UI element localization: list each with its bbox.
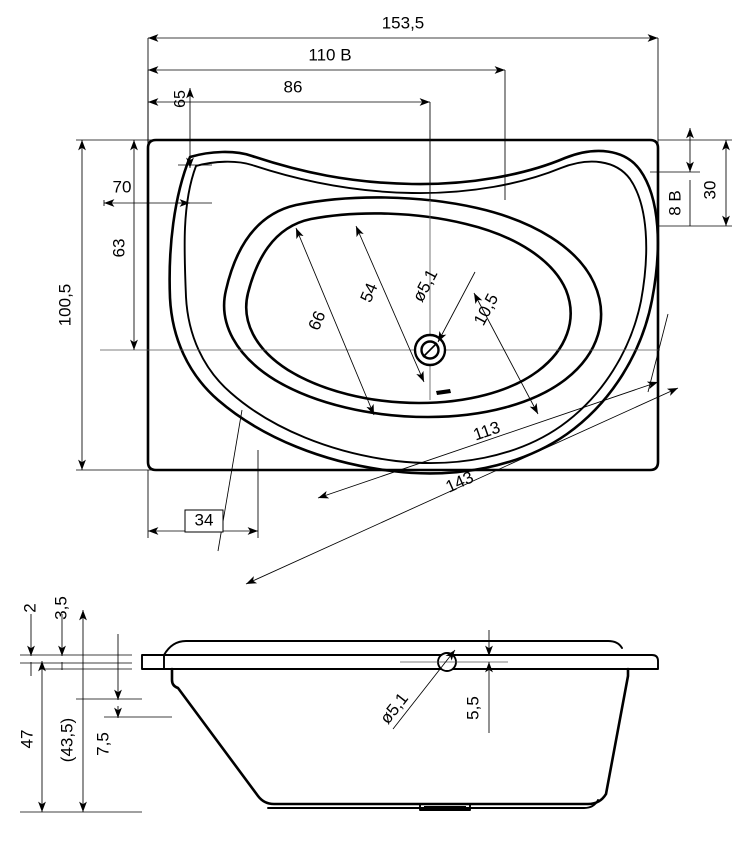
- drain-outlet-icon: [413, 333, 447, 367]
- section-rim-plate: [141, 654, 659, 670]
- dim-label-3-5: 3,5: [51, 596, 70, 620]
- dim-offset-70: 70: [103, 177, 212, 207]
- dim-right-8b: 8 B: [650, 127, 700, 226]
- dim-label-65: 65: [172, 90, 189, 108]
- dim-diag-143: 143: [245, 387, 679, 585]
- dim-label-5-5: 5,5: [463, 696, 482, 720]
- dim-length-110b: 110 B: [147, 45, 506, 200]
- tub-basin-inner-step: [245, 212, 572, 405]
- dim-height-47: 47: [17, 660, 142, 813]
- dim-length-86: 86: [147, 77, 431, 200]
- dim-height-63: 63: [109, 139, 138, 351]
- section-bottom-recess-mark: [419, 803, 471, 811]
- dim-label-34: 34: [195, 510, 214, 529]
- section-rim-chamfer: [163, 640, 623, 656]
- dim-label-86: 86: [284, 77, 303, 96]
- dim-label-153-5: 153,5: [382, 13, 425, 32]
- dim-foot-34: 34: [147, 450, 259, 538]
- dim-overall-width-100-5: 100,5: [55, 139, 152, 471]
- dim-rim-2: 2: [20, 603, 132, 676]
- dim-label-10-5: 10,5: [470, 290, 502, 328]
- dim-label-113: 113: [471, 418, 503, 445]
- dim-offset-65: 65: [172, 87, 212, 169]
- dim-label-110b: 110 B: [308, 45, 351, 64]
- dim-overflow-5-5: 5,5: [463, 630, 493, 733]
- dim-overall-length-153-5: 153,5: [147, 13, 659, 145]
- dim-label-43-5: (43,5): [57, 718, 76, 762]
- dim-rim-3-5: 3,5: [40, 596, 132, 670]
- dim-label-7-5: 7,5: [93, 732, 112, 756]
- section-view: 2 3,5 7,5 47: [17, 596, 659, 813]
- dim-label-54: 54: [357, 280, 382, 305]
- tub-rim-outer-curve: [168, 149, 660, 475]
- dim-label-2: 2: [20, 603, 39, 612]
- dim-label-47: 47: [17, 730, 36, 749]
- dim-label-66: 66: [305, 308, 330, 333]
- dim-label-100-5: 100,5: [55, 284, 74, 327]
- dim-diag-66: 66: [295, 227, 375, 416]
- overflow-notch-mark: [436, 389, 451, 395]
- dim-diag-54: 54: [355, 225, 425, 383]
- dim-drain-diameter-plan: ø5,1: [409, 266, 476, 343]
- dim-label-drain-dia-section: ø5,1: [376, 689, 412, 728]
- section-base-line: [163, 654, 599, 809]
- dim-label-70: 70: [113, 177, 132, 196]
- dim-34-box: [184, 509, 224, 533]
- dim-label-30: 30: [700, 181, 719, 200]
- plan-view: 153,5 110 B 86 65: [55, 13, 732, 585]
- tub-rim-inner-curve: [183, 160, 648, 464]
- dim-right-30: 30: [658, 139, 732, 227]
- dim-height-43-5: (43,5): [57, 609, 87, 813]
- dim-label-63: 63: [109, 239, 128, 258]
- dim-depth-7-5: 7,5: [76, 634, 172, 756]
- dim-label-drain-dia-plan: ø5,1: [409, 266, 442, 305]
- tub-basin-outline: [222, 196, 603, 419]
- section-tub-body: [170, 667, 630, 806]
- dim-label-8b: 8 B: [665, 190, 684, 216]
